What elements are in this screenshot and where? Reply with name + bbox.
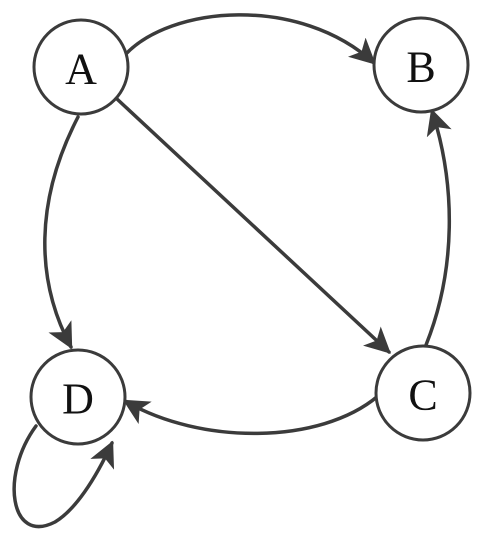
edge-a-to-c <box>115 97 391 354</box>
edge-d-self-loop <box>12 424 115 529</box>
node-a: A <box>32 18 130 116</box>
node-b-circle <box>372 16 470 114</box>
node-d-label: D <box>62 375 94 424</box>
node-c-label: C <box>408 371 437 420</box>
node-b: B <box>372 16 470 114</box>
edge-a-to-b <box>122 13 376 65</box>
edge-c-to-b <box>424 108 452 347</box>
node-c: C <box>374 344 472 442</box>
node-a-circle <box>32 18 130 116</box>
edge-a-to-d <box>43 115 80 350</box>
node-c-circle <box>374 344 472 442</box>
edge-c-to-d <box>122 394 380 436</box>
node-d-circle <box>29 348 127 446</box>
edges <box>12 13 452 529</box>
node-b-label: B <box>406 43 435 92</box>
node-a-label: A <box>65 45 97 94</box>
node-d: D <box>29 348 127 446</box>
